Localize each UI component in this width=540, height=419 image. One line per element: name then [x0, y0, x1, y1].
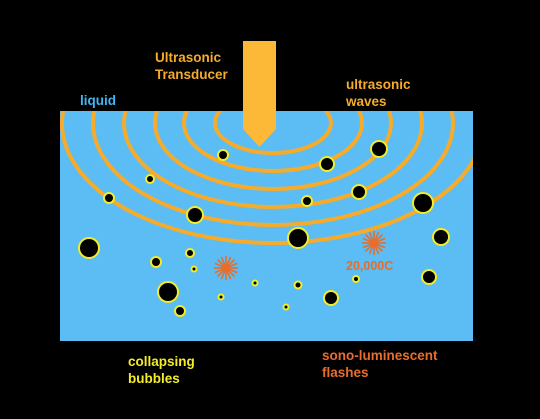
bubble-icon: [185, 248, 195, 258]
temperature-label: 20,000C: [346, 259, 394, 273]
bubble-icon: [412, 192, 434, 214]
bubble-icon: [287, 227, 309, 249]
bubble-icon: [351, 184, 367, 200]
flashes-label: sono-luminescent flashes: [322, 348, 438, 380]
flashes-group: [214, 231, 386, 280]
bubbles-label: collapsing bubbles: [128, 354, 195, 386]
liquid-label: liquid: [80, 93, 116, 108]
transducer-label: Ultrasonic Transducer: [155, 50, 228, 82]
bubble-icon: [145, 174, 155, 184]
bubble-icon: [323, 290, 339, 306]
wave-ring: [91, 111, 455, 227]
wave-ring: [182, 111, 364, 173]
starburst-icon: [214, 256, 238, 280]
bubble-icon: [190, 265, 198, 273]
wave-ring: [153, 111, 393, 191]
bubble-icon: [293, 280, 303, 290]
bubble-icon: [319, 156, 335, 172]
bubble-icon: [150, 256, 162, 268]
bubble-icon: [282, 303, 290, 311]
bubble-icon: [421, 269, 437, 285]
starburst-icon: [362, 231, 386, 255]
bubble-icon: [217, 293, 225, 301]
bubbles-group: [78, 140, 450, 317]
transducer-tip: [243, 129, 276, 147]
bubble-icon: [78, 237, 100, 259]
bubble-icon: [186, 206, 204, 224]
bubble-icon: [103, 192, 115, 204]
ultrasonic-waves: [60, 111, 473, 245]
wave-ring: [122, 111, 424, 209]
ultrasonic-transducer: [243, 41, 276, 147]
bubble-icon: [432, 228, 450, 246]
bubble-icon: [217, 149, 229, 161]
bubble-icon: [251, 279, 259, 287]
wave-ring: [60, 111, 473, 245]
transducer-body: [243, 41, 276, 129]
waves-label: ultrasonic waves: [346, 77, 411, 109]
bubble-icon: [157, 281, 179, 303]
bubble-icon: [301, 195, 313, 207]
bubble-icon: [352, 275, 360, 283]
wave-ring: [213, 111, 333, 155]
bubble-icon: [174, 305, 186, 317]
bubble-icon: [370, 140, 388, 158]
